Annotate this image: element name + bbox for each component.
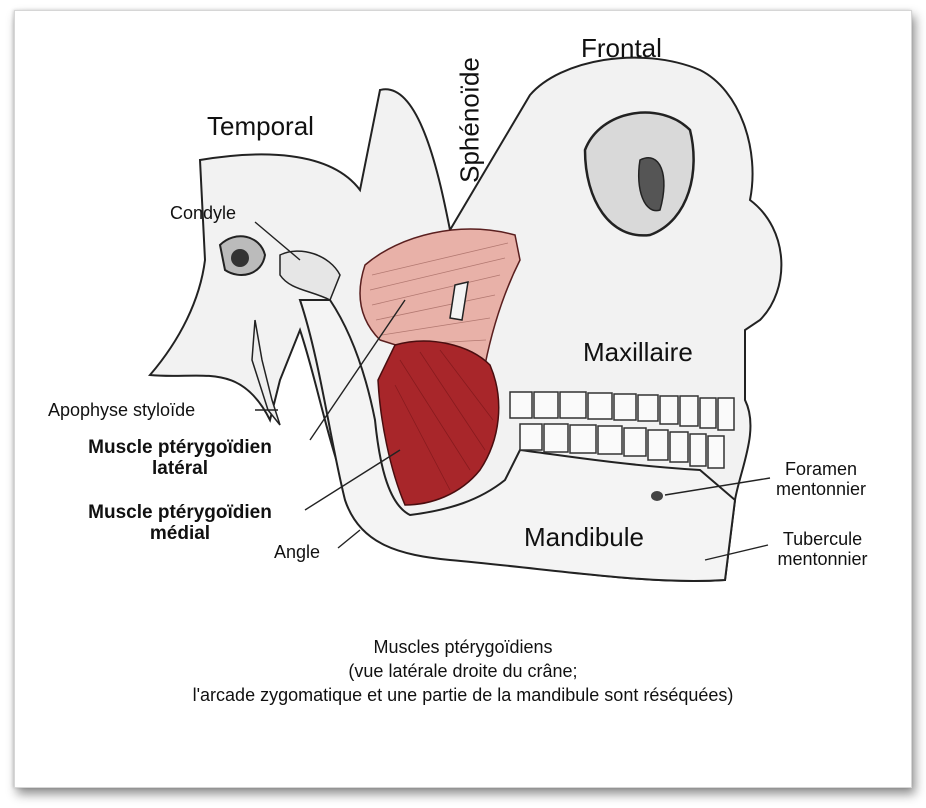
label-temporal: Temporal <box>207 111 314 141</box>
label-ptery-lat-line1: Muscle ptérygoïdien <box>88 437 272 458</box>
leader-lines <box>254 221 771 561</box>
label-apophyse-styloide: Apophyse styloïde <box>48 400 196 420</box>
label-foramen-line1: Foramen <box>784 459 858 479</box>
label-sphenoide: Sphénoïde <box>454 57 485 183</box>
medial-pterygoid-muscle <box>377 340 500 506</box>
label-frontal: Frontal <box>581 33 662 63</box>
caption-line2: (vue latérale droite du crâne; <box>348 661 578 681</box>
label-condyle: Condyle <box>170 203 237 223</box>
label-tubercule-line2: mentonnier <box>777 548 868 569</box>
label-muscle-pterygoidien-lateral: Muscle ptérygoïdien latéral <box>55 437 305 480</box>
caption-line3: l'arcade zygomatique et une partie de la… <box>192 685 734 705</box>
caption-line1: Muscles ptérygoïdiens <box>373 637 553 657</box>
label-foramen-line2: mentonnier <box>775 478 867 499</box>
label-tubercule-line1: Tubercule <box>782 529 863 549</box>
label-maxillaire: Maxillaire <box>583 337 693 367</box>
label-ptery-lat-line2: latéral <box>152 457 208 479</box>
label-ptery-med-line2: médial <box>149 522 211 544</box>
label-ptery-med-line1: Muscle ptérygoïdien <box>88 502 272 523</box>
lateral-pterygoid-muscle <box>359 228 521 366</box>
label-angle: Angle <box>274 542 321 562</box>
label-foramen-mentonnier: Foramen mentonnier <box>757 459 885 500</box>
label-tubercule-mentonnier: Tubercule mentonnier <box>760 529 885 570</box>
lower-teeth <box>519 423 725 469</box>
label-mandibule: Mandibule <box>524 522 644 552</box>
label-muscle-pterygoidien-medial: Muscle ptérygoïdien médial <box>55 502 305 545</box>
mandible-bone <box>298 299 737 582</box>
upper-teeth <box>509 391 735 431</box>
